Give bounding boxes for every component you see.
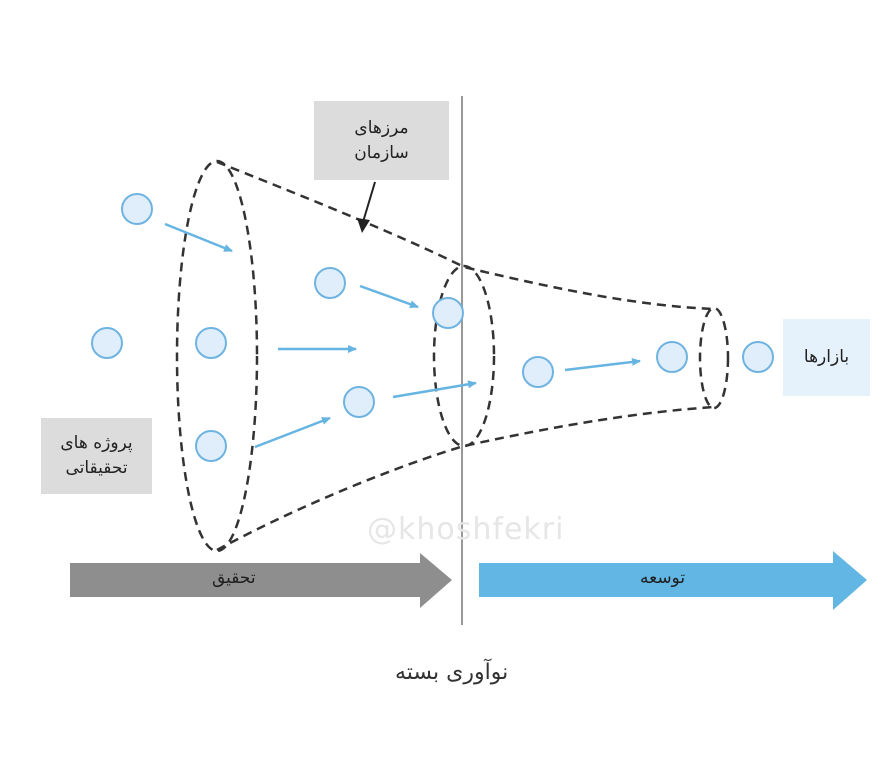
project-bubble: [195, 430, 227, 462]
project-bubble: [522, 356, 554, 388]
funnel-end-ellipse: [698, 306, 730, 410]
boundary-pointer-arrow: [357, 181, 376, 233]
flow-arrow: [564, 357, 641, 372]
diagram-caption: نوآوری بسته: [395, 660, 509, 685]
project-bubble: [432, 297, 464, 329]
markets-label: بازارها: [783, 319, 870, 396]
project-bubble: [91, 327, 123, 359]
project-bubble: [121, 193, 153, 225]
funnel-mouth-ellipse: [175, 159, 259, 553]
project-bubbles: [91, 193, 774, 462]
development-stage-label: توسعه: [640, 568, 686, 588]
watermark: @khoshfekri: [367, 512, 565, 547]
flow-arrow: [359, 284, 419, 309]
flow-arrow: [392, 380, 477, 399]
development-stage-arrow: [479, 551, 867, 610]
flow-arrow: [164, 222, 233, 253]
research-projects-label-line2: تحقیقاتی: [65, 458, 128, 478]
research-projects-label: پروژه های تحقیقاتی: [41, 418, 152, 494]
funnel-top-edge: [216, 160, 715, 311]
funnel: [175, 159, 730, 553]
project-bubble: [195, 327, 227, 359]
project-bubble: [343, 386, 375, 418]
research-projects-label-line1: پروژه های: [60, 433, 133, 454]
research-stage-label: تحقیق: [212, 568, 256, 588]
markets-label-text: بازارها: [803, 347, 850, 368]
funnel-middle-ellipse: [432, 264, 496, 448]
organization-boundary-label: مرزهای سازمان: [314, 101, 449, 180]
project-bubble: [656, 341, 688, 373]
organization-boundary-label-line1: مرزهای: [354, 117, 409, 138]
project-bubble: [742, 341, 774, 373]
flow-arrow: [254, 416, 331, 449]
research-stage-arrow: [70, 553, 452, 608]
flow-arrows: [164, 222, 641, 449]
organization-boundary-label-line2: سازمان: [354, 142, 409, 163]
project-bubble: [314, 267, 346, 299]
